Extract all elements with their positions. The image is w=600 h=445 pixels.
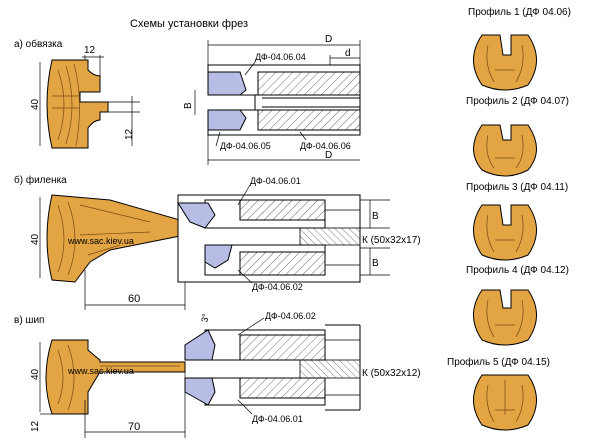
section-c-dim-height: 40	[30, 368, 41, 380]
assembly-c-bottom-cutter	[184, 377, 216, 406]
profile-2: Профиль 2 (ДФ 04.07)	[466, 95, 569, 177]
section-c-dim-groove: 12	[30, 420, 41, 432]
assembly-b-dim-B-top: B	[372, 211, 379, 222]
assembly-a-dim-d: d	[345, 48, 351, 59]
assembly-b-part-top: ДФ-04.06.01	[250, 176, 301, 186]
section-a-workpiece	[46, 59, 109, 149]
assembly-a-part-bottom-right: ДФ-04.06.06	[300, 141, 351, 151]
profile-1: Профиль 1 (ДФ 04.06)	[468, 6, 571, 91]
section-b-dim-height: 40	[30, 233, 41, 245]
diagram-title: Схемы установки фрез	[130, 18, 248, 30]
profile-3-label: Профиль 3 (ДФ 04.11)	[466, 181, 568, 193]
profile-4: Профиль 4 (ДФ 04.12)	[466, 264, 569, 346]
assembly-b-bottom-cutter	[204, 244, 233, 269]
section-c-workpiece	[45, 339, 186, 415]
assembly-a-part-top: ДФ-04.06.04	[255, 52, 306, 62]
assembly-b-part-bottom: ДФ-04.06.02	[252, 282, 303, 292]
profile-3: Профиль 3 (ДФ 04.11)	[466, 181, 568, 261]
section-a-label: а) обвязка	[14, 38, 63, 50]
assembly-b: B B К (50х32х17) ДФ-04.06.01 ДФ-04.06.02	[177, 176, 421, 292]
assembly-a-bottom-cutter	[207, 109, 247, 131]
section-c-watermark: www.sac.kiev.ua	[67, 366, 134, 376]
profile-1-label: Профиль 1 (ДФ 04.06)	[468, 6, 571, 18]
profiles-column: Профиль 1 (ДФ 04.06) Профиль 2 (ДФ 04.07…	[447, 6, 571, 431]
assembly-a-dim-D-bottom: D	[325, 150, 332, 161]
profile-5: Профиль 5 (ДФ 04.15)	[447, 356, 550, 431]
assembly-c-top-cutter	[184, 329, 216, 361]
assembly-a-part-bottom-left: ДФ-04.06.05	[220, 141, 271, 151]
section-a-grain	[57, 63, 80, 147]
assembly-c-part-top: ДФ-04.06.02	[265, 311, 316, 321]
assembly-a-dim-B: B	[183, 102, 194, 109]
section-b-dim-length: 60	[128, 293, 140, 305]
assembly-a: D d D B ДФ-04.06.04 ДФ-04.06.05 ДФ-04.06…	[183, 34, 361, 165]
profile-2-label: Профиль 2 (ДФ 04.07)	[466, 95, 569, 107]
assembly-c-part-bottom: ДФ-04.06.01	[252, 414, 303, 424]
profile-5-label: Профиль 5 (ДФ 04.15)	[447, 356, 550, 368]
assembly-b-dim-B-bottom: B	[372, 258, 379, 269]
assembly-c: К (50х32х12) ДФ-04.06.02 ДФ-04.06.01	[184, 311, 421, 424]
section-b: б) филенка www.sac.kiev.ua 40 60 3°	[14, 174, 194, 310]
section-c-label: в) шип	[14, 315, 44, 326]
section-a-dim-width: 12	[84, 45, 96, 56]
section-a: а) обвязка 12 40 12	[14, 38, 140, 149]
section-b-grain	[57, 201, 151, 276]
section-c-dim-length: 70	[128, 421, 140, 433]
section-c-angle: 3°	[199, 312, 210, 323]
assembly-b-top-cutter	[177, 202, 216, 229]
profile-4-label: Профиль 4 (ДФ 04.12)	[466, 264, 569, 276]
section-a-dim-groove: 12	[124, 128, 135, 140]
section-a-dim-height: 40	[30, 98, 41, 110]
assembly-a-top-cutter	[207, 71, 247, 96]
assembly-b-spec: К (50х32х17)	[362, 235, 421, 246]
section-a-grain-2	[52, 95, 80, 109]
assembly-c-spec: К (50х32х12)	[362, 368, 421, 379]
section-c: в) шип www.sac.kiev.ua 40 12 70 3°	[14, 312, 211, 438]
assembly-a-dim-D-top: D	[325, 34, 332, 45]
section-c-grain	[57, 344, 180, 411]
section-b-label: б) филенка	[14, 174, 67, 186]
section-b-watermark: www.sac.kiev.ua	[67, 236, 134, 246]
